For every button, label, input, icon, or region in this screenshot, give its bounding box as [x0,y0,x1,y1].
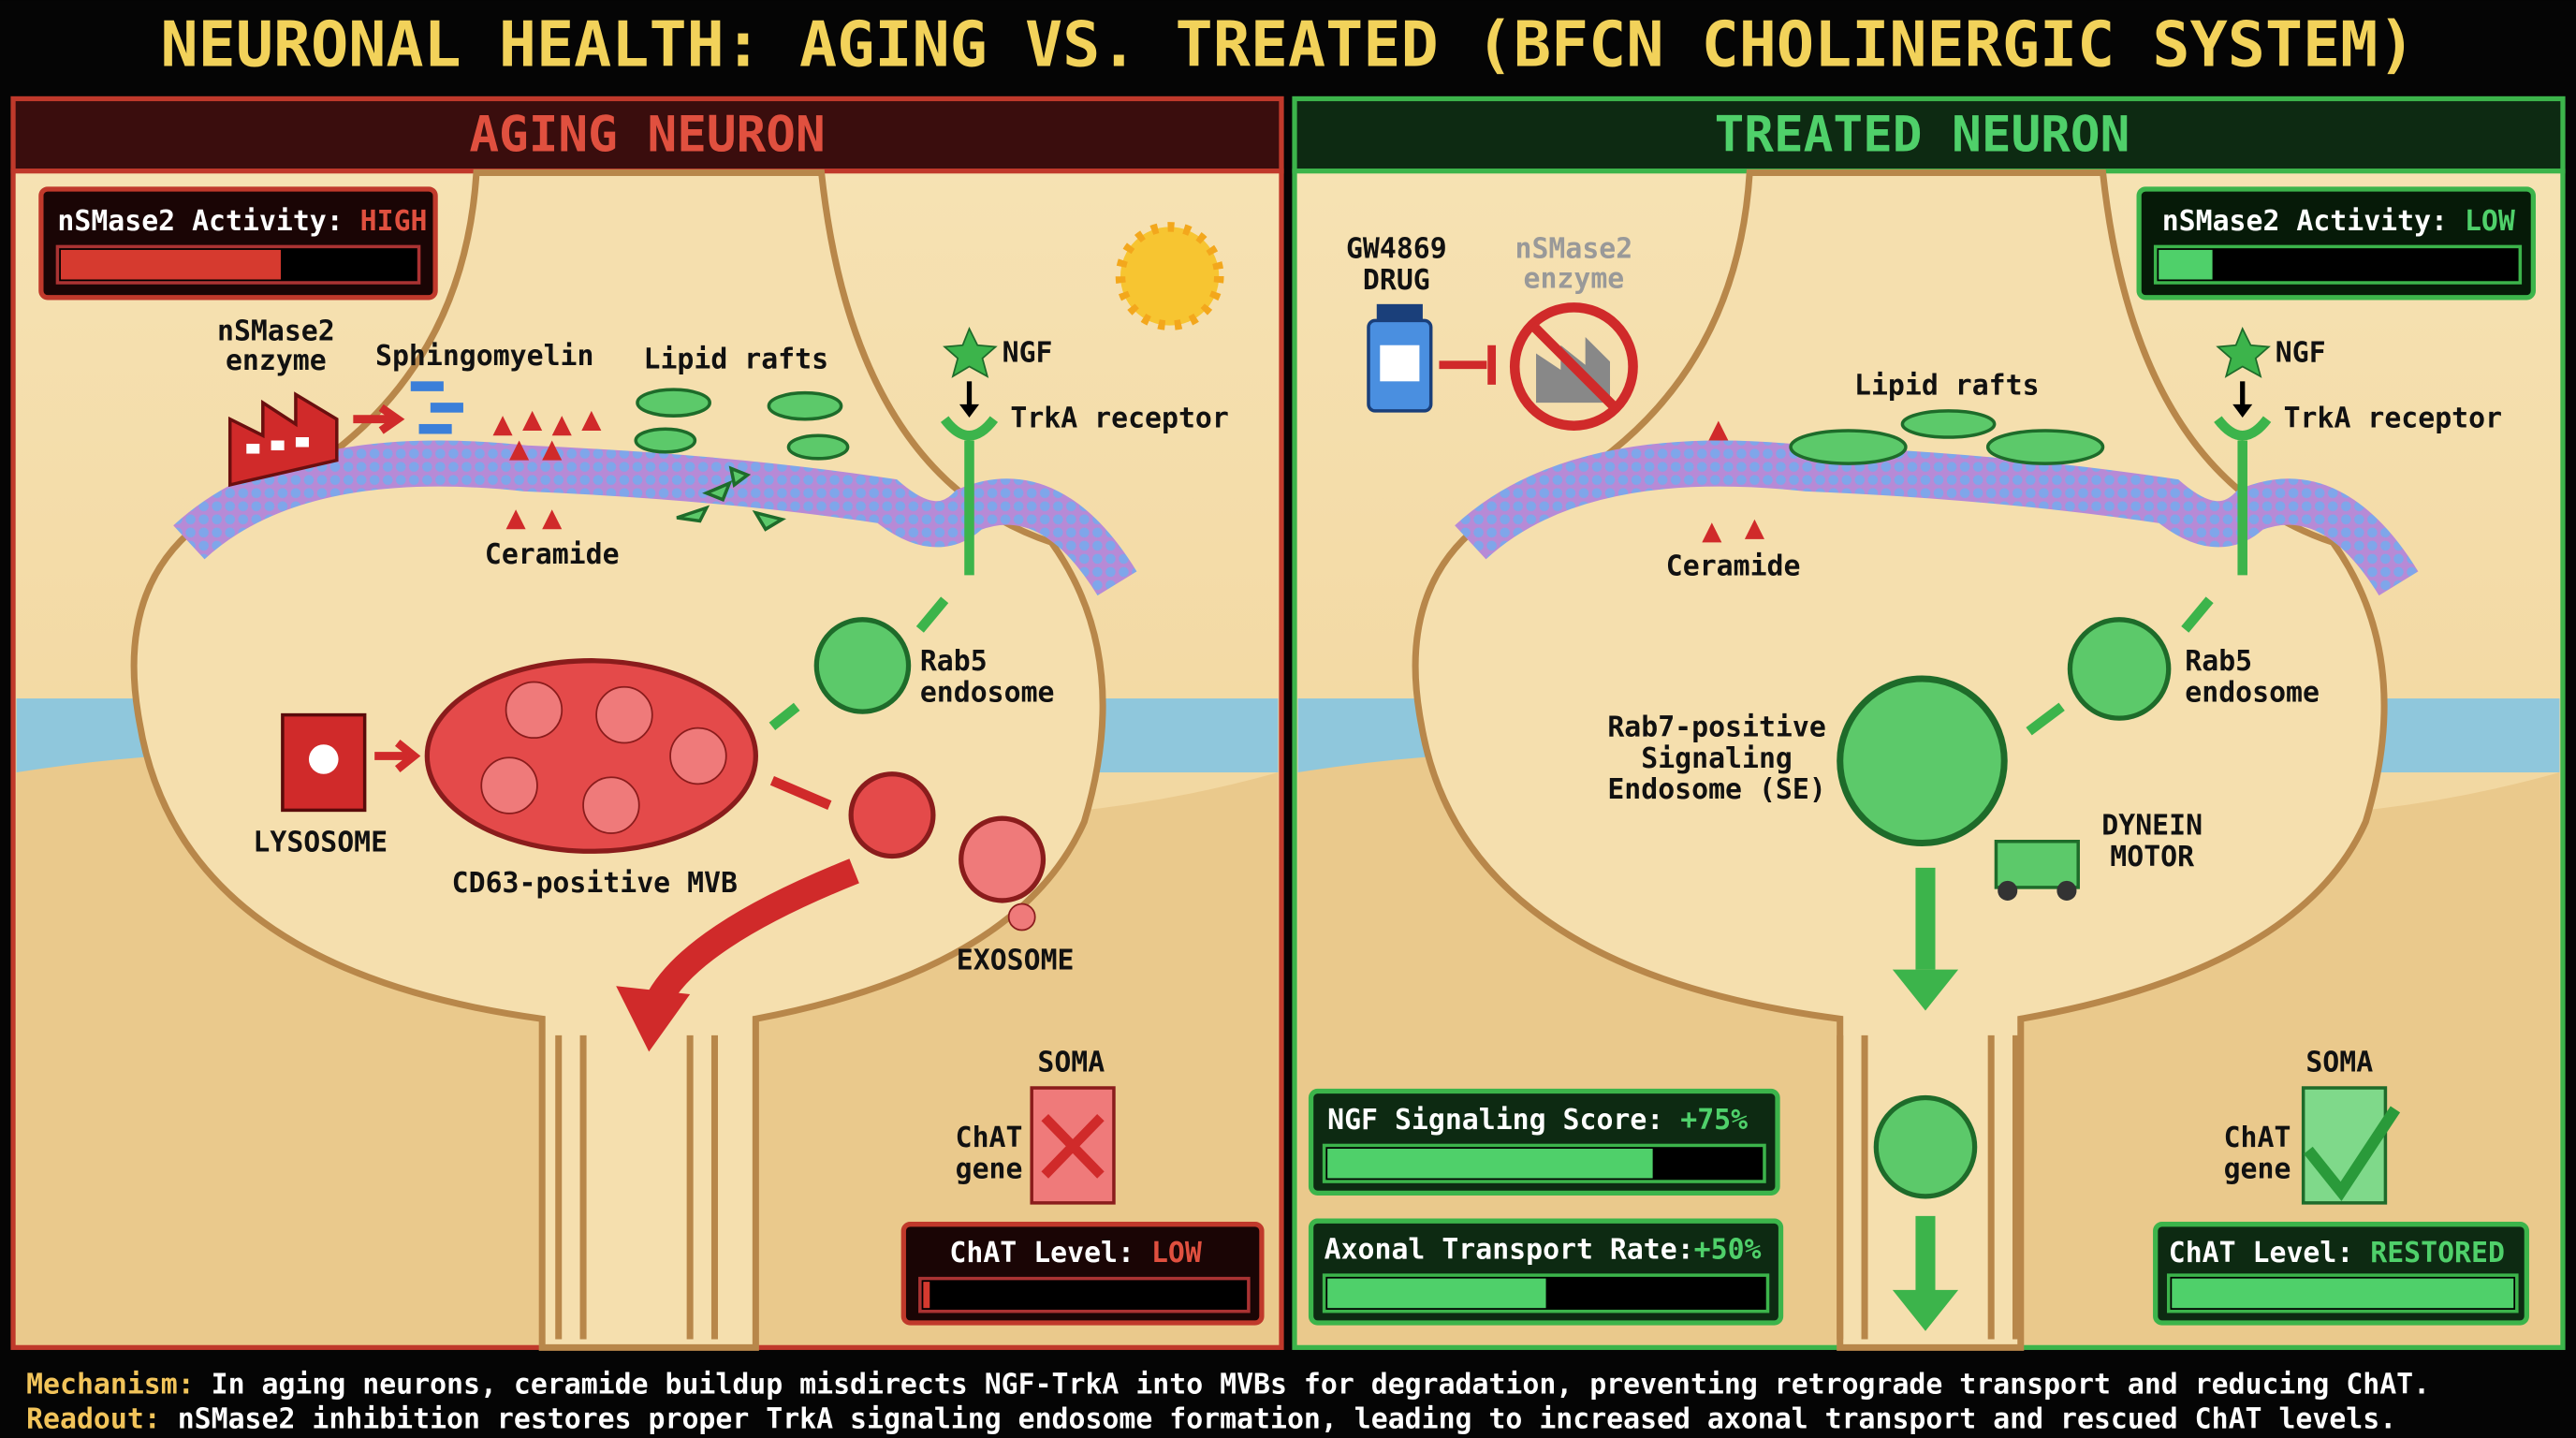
rab5-endosome [813,617,912,714]
trka-receptor-icon [940,416,999,576]
exosome-icon [959,815,1046,932]
chat-level-meter: ChAT Level: RESTORED [2153,1222,2529,1326]
cell-membrane [1455,440,2419,596]
aging-panel: AGING NEURON nSMase2 Activity: HIGH nSMa… [10,95,1284,1351]
ngf-star-icon [2216,327,2271,378]
svg-text:TrkA receptor: TrkA receptor [1010,402,1228,434]
lysosome-trash-icon [281,712,367,813]
lipid-raft-icon [634,388,850,532]
svg-text:LYSOSOME: LYSOSOME [253,826,388,858]
svg-text:CD63-positive MVB: CD63-positive MVB [452,867,738,900]
svg-text:SOMA: SOMA [1037,1046,1105,1078]
level-fill [1327,1278,1546,1309]
svg-text:NGF Signaling Score: +75%: NGF Signaling Score: +75% [1327,1104,1748,1137]
x-mark-icon [1041,1113,1105,1179]
rab5-endosome [2067,617,2172,721]
svg-text:NGF: NGF [1003,336,1053,369]
trka-receptor-icon [2214,416,2272,576]
blocked-enzyme-icon [1509,302,1638,431]
level-fill [923,1282,930,1309]
footer-notes: Mechanism: In aging neurons, ceramide bu… [26,1368,2430,1435]
treated-panel: TREATED NEURON nSMase2 Activity: LOW GW4… [1292,95,2566,1351]
red-down-arrow [645,858,859,1009]
svg-text:Axonal Transport Rate:+50%: Axonal Transport Rate:+50% [1325,1234,1762,1267]
nsmase2-activity-meter: nSMase2 Activity: HIGH [38,186,438,301]
cell-membrane [173,440,1137,596]
factory-icon [227,391,339,488]
svg-text:Sphingomyelin: Sphingomyelin [375,340,593,373]
level-fill [1327,1148,1653,1179]
svg-text:Readout: nSMase2 inhibition re: Readout: nSMase2 inhibition restores pro… [26,1402,2396,1435]
svg-text:Ceramide: Ceramide [1666,550,1801,582]
ceramide-icon [492,410,602,530]
ngf-star-icon [943,327,998,378]
inhibit-icon [1439,345,1497,385]
rab7-signaling-endosome [1837,675,2008,847]
ceramide-icon [1702,420,1764,543]
dynein-motor-icon [1994,839,2080,901]
level-fill [2172,1278,2514,1309]
svg-text:EXOSOME: EXOSOME [957,945,1075,977]
aging-header: AGING NEURON [469,107,825,164]
level-fill [2159,249,2213,280]
cd63-mvb [424,658,758,854]
svg-text:Mechanism: In aging neurons, c: Mechanism: In aging neurons, ceramide bu… [26,1368,2430,1401]
svg-text:TrkA receptor: TrkA receptor [2284,402,2502,434]
svg-text:ChAT Level: RESTORED: ChAT Level: RESTORED [2169,1237,2505,1269]
svg-text:nSMase2 Activity: HIGH: nSMase2 Activity: HIGH [57,205,427,238]
arrow-icon [353,404,405,434]
lipid-raft-icon [1789,409,2105,465]
svg-text:NGF: NGF [2276,336,2326,369]
drug-bottle-icon [1367,303,1433,413]
ngf-signaling-meter: NGF Signaling Score: +75% [1308,1088,1780,1196]
level-fill [60,249,281,280]
check-mark-icon [2304,1106,2401,1202]
nsmase2-activity-meter: nSMase2 Activity: LOW [2136,186,2536,301]
page-title: NEURONAL HEALTH: AGING VS. TREATED (BFCN… [161,7,2416,81]
sun-icon [1115,222,1224,330]
chat-level-meter: ChAT Level: LOW [900,1222,1265,1326]
small-endosome [848,771,936,859]
svg-text:nSMase2 Activity: LOW: nSMase2 Activity: LOW [2162,205,2515,238]
svg-text:ChAT Level: LOW: ChAT Level: LOW [949,1237,1201,1269]
svg-text:Lipid rafts: Lipid rafts [644,343,829,375]
transported-endosome [1873,1094,1978,1199]
treated-header: TREATED NEURON [1715,107,2130,164]
axonal-transport-meter: Axonal Transport Rate:+50% [1308,1218,1784,1326]
sphingomyelin-icon [410,381,463,434]
svg-text:Lipid rafts: Lipid rafts [1854,369,2040,402]
svg-text:Ceramide: Ceramide [485,538,620,571]
svg-text:SOMA: SOMA [2305,1046,2373,1078]
